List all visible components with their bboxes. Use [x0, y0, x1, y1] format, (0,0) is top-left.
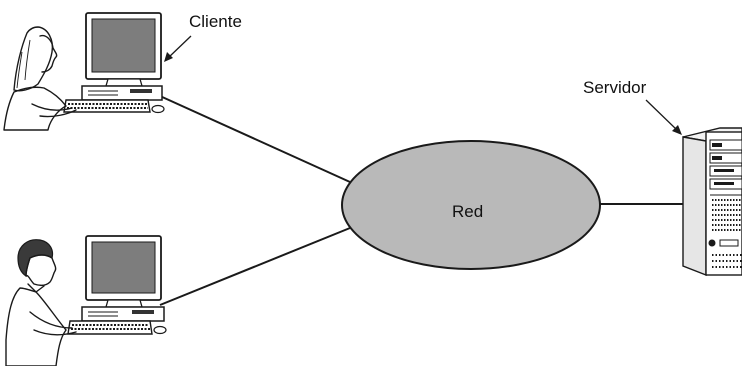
- network-cloud: Red: [341, 140, 601, 270]
- client-workstation-top: Cliente: [3, 12, 242, 131]
- server: Servidor: [583, 78, 742, 277]
- link-client-bottom-network: [159, 227, 351, 306]
- link-client-top-network: [159, 95, 351, 183]
- network-ellipse: [341, 140, 601, 270]
- client-pointer-arrowhead: [164, 52, 173, 62]
- server-pointer-line: [645, 99, 678, 131]
- server-pointer-arrowhead: [672, 125, 682, 135]
- desktop-computer-icon: [67, 235, 167, 335]
- server-tower-icon: [682, 127, 742, 277]
- client-pointer-line: [167, 35, 192, 59]
- client-workstation-bottom: [5, 235, 167, 366]
- desktop-computer-icon: [63, 12, 165, 114]
- man-user-icon: [5, 239, 77, 366]
- woman-user-icon: [3, 26, 77, 131]
- client-label: Cliente: [189, 12, 242, 31]
- server-label: Servidor: [583, 78, 647, 97]
- network-label: Red: [452, 202, 483, 221]
